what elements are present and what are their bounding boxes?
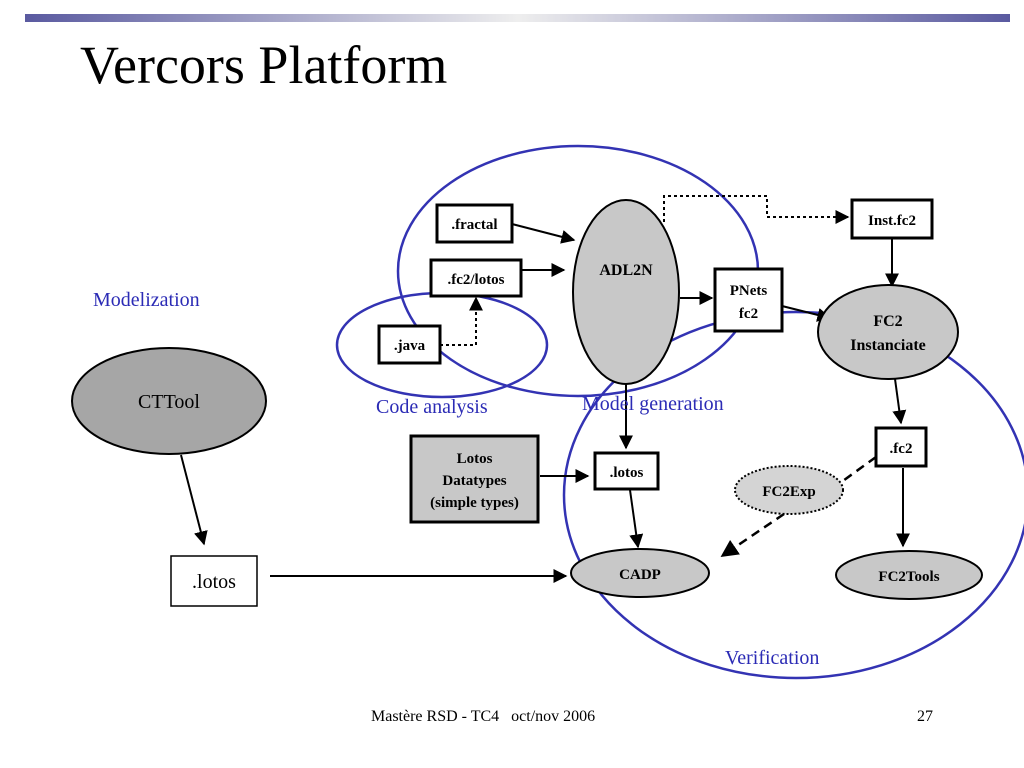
svg-text:.java: .java (394, 338, 426, 354)
node-fc2lotos: .fc2/lotos (429, 258, 523, 298)
node-lotos-datatypes: Lotos Datatypes (simple types) (409, 434, 540, 524)
slide-title: Vercors Platform (80, 35, 448, 95)
arrow-fc2box-fc2exp (839, 455, 877, 485)
node-adl2n: ADL2N (572, 199, 680, 385)
node-pnets: PNets fc2 (713, 267, 784, 333)
svg-text:.lotos: .lotos (610, 465, 644, 481)
node-fc2exp: FC2Exp (734, 465, 844, 515)
node-fractal: .fractal (435, 203, 514, 244)
label-code-analysis: Code analysis (376, 396, 488, 418)
svg-text:CADP: CADP (619, 567, 661, 583)
label-verification: Verification (725, 647, 819, 669)
svg-text:PNets: PNets (730, 283, 768, 299)
page-number: 27 (917, 708, 933, 725)
node-fc2tools: FC2Tools (835, 550, 983, 600)
svg-text:FC2Tools: FC2Tools (878, 569, 939, 585)
svg-text:.fractal: .fractal (451, 217, 497, 233)
svg-text:Lotos: Lotos (457, 451, 493, 467)
svg-text:ADL2N: ADL2N (599, 262, 653, 279)
node-fc2-instanciate: FC2 Instanciate (817, 284, 959, 380)
arrow-cttool-lotos (180, 454, 208, 546)
arrow-adl2n-instfc2 (663, 195, 850, 224)
svg-text:FC2: FC2 (873, 313, 902, 330)
arrow-fractal-adl2n (511, 223, 576, 244)
svg-text:.fc2: .fc2 (890, 441, 913, 457)
node-instfc2: Inst.fc2 (850, 198, 934, 240)
title-bar-decoration (25, 14, 1010, 22)
verification-region (562, 310, 1024, 680)
svg-text:.fc2/lotos: .fc2/lotos (447, 272, 504, 288)
svg-text:fc2: fc2 (739, 306, 758, 322)
svg-text:Datatypes: Datatypes (442, 473, 506, 489)
svg-text:Instanciate: Instanciate (850, 337, 926, 354)
node-lotos-mid: .lotos (593, 451, 660, 491)
node-cttool: CTTool (71, 347, 267, 455)
label-modelization: Modelization (93, 289, 200, 311)
svg-text:(simple types): (simple types) (430, 495, 519, 511)
node-lotos-left: .lotos (170, 555, 258, 607)
svg-text:Inst.fc2: Inst.fc2 (868, 213, 916, 229)
arrow-fc2exp-cadp (720, 512, 785, 558)
arrow-lotos-cadp (629, 489, 644, 549)
node-fc2-box: .fc2 (874, 426, 928, 468)
label-model-generation: Model generation (582, 393, 724, 415)
node-java: .java (377, 324, 442, 365)
svg-text:FC2Exp: FC2Exp (762, 484, 815, 500)
arrow-fc2inst-fc2box (892, 378, 907, 425)
svg-text:CTTool: CTTool (138, 391, 200, 413)
node-cadp: CADP (570, 548, 710, 598)
svg-text:.lotos: .lotos (192, 571, 236, 593)
footer-text: Mastère RSD - TC4 oct/nov 2006 (371, 708, 596, 725)
arrow-java-fc2lotos (440, 296, 483, 346)
